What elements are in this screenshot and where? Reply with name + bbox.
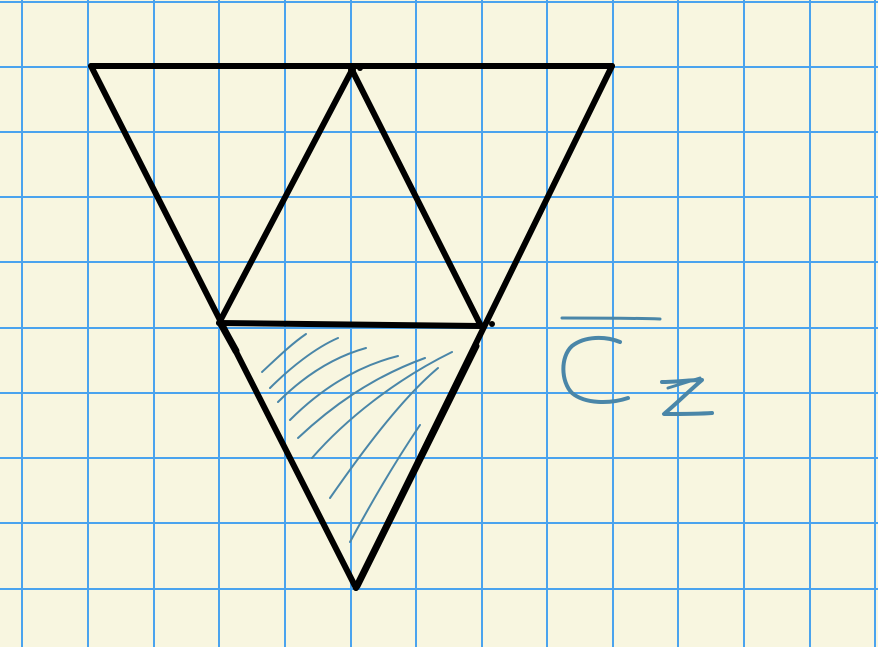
hatch-line: [349, 424, 421, 543]
hatch-line: [297, 357, 426, 439]
apex-dot-2: [357, 65, 363, 71]
right-mid-dot: [489, 321, 495, 327]
hatch-line: [269, 337, 339, 389]
hatch-line: [289, 355, 399, 421]
inner-left-edge: [216, 67, 355, 326]
apex-dot: [348, 66, 356, 74]
overline: [560, 316, 662, 321]
left-edge-retrace: [217, 320, 240, 355]
triangle-figure: [88, 63, 615, 591]
hatch-line: [311, 351, 453, 459]
hatch-line: [329, 367, 439, 499]
subscript-two-stroke: [666, 376, 702, 390]
letter-c: [561, 335, 630, 404]
shading-hatch-lines: [261, 333, 453, 543]
hatch-line: [277, 347, 367, 403]
hatch-line: [261, 333, 307, 373]
right-edge-retrace: [353, 342, 480, 590]
inner-right-edge: [349, 67, 484, 329]
subscript-two: [660, 378, 714, 416]
annotation-c2: [560, 316, 714, 416]
midline: [216, 320, 484, 329]
